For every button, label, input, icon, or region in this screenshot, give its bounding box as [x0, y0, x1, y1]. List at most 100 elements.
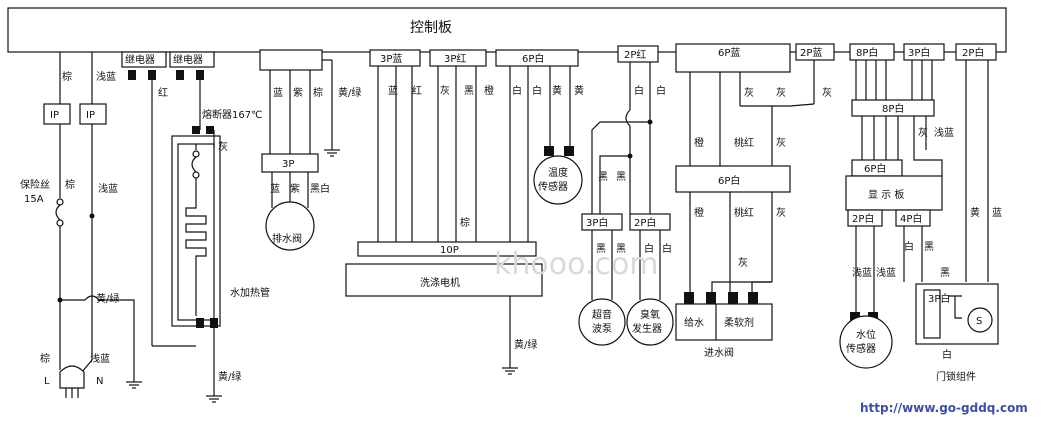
plug-N: N: [96, 376, 103, 387]
valve-feed-label: 给水: [684, 316, 704, 329]
valve-softener-label: 柔软剂: [724, 316, 754, 329]
fuse-rating: 15A: [24, 194, 44, 205]
wire-label-white-8: 白: [942, 348, 952, 361]
drain-valve-icon: [265, 201, 315, 251]
display-circuit: 8P白 3P白 8P白 灰 浅蓝 6P白 显 示 板 2P白 4P白 浅蓝 浅蓝: [839, 43, 954, 369]
wire-label-lightblue-6: 浅蓝: [876, 266, 896, 279]
power-plug-icon: [59, 365, 85, 389]
ozone-generator-icon: [626, 298, 674, 346]
connector-8p-white: [849, 43, 895, 61]
wire-label-brown-5: 棕: [460, 216, 470, 229]
wire-label-gray-7: 灰: [776, 206, 786, 219]
wire-label-blue-4: 蓝: [992, 207, 1002, 219]
drain-valve-label: 排水阀: [272, 232, 302, 245]
drain-valve-circuit: 黄/绿 蓝 紫 棕 3P 蓝 紫 黑白 排水阀: [259, 49, 361, 251]
ultrasonic-pump-label-2: 波泵: [592, 322, 612, 335]
wire-label-orange: 橙: [484, 84, 494, 97]
ozone-generator-label-2: 发生器: [632, 322, 662, 335]
connector-2p-white: [955, 43, 997, 61]
connector-6p-white: [495, 49, 579, 67]
inlet-valve-circuit: 6P蓝 2P蓝 灰 灰 灰 橙 桃红 灰 6P白 橙 桃红 灰 灰 给水 柔软剂…: [675, 43, 835, 359]
ultrasonic-pump-icon: [578, 298, 626, 346]
fuse-label: 保险丝: [20, 178, 50, 191]
connector-3p-red: [429, 49, 487, 67]
inlet-valve-body: [675, 303, 773, 341]
svg-text:6P蓝: 6P蓝: [718, 47, 740, 59]
wire-label-white-7: 白: [904, 240, 914, 253]
svg-text:10P: 10P: [440, 245, 459, 256]
wire-label-lightblue-1: 浅蓝: [96, 70, 116, 83]
wire-label-black-4: 黑: [596, 243, 606, 255]
ozone-generator-label-1: 臭氧: [640, 308, 660, 321]
svg-text:3P白: 3P白: [928, 292, 950, 305]
wire-label-brown-4: 棕: [313, 86, 323, 99]
wire-label-lightblue-2: 浅蓝: [98, 182, 118, 195]
temp-sensor-label-1: 温度: [548, 166, 568, 179]
wire-label-gray-6: 灰: [776, 136, 786, 149]
water-level-label-2: 传感器: [846, 342, 876, 355]
wire-label-white-4: 白: [656, 84, 666, 97]
svg-text:8P白: 8P白: [856, 46, 878, 59]
svg-text:2P白: 2P白: [962, 46, 984, 59]
wire-label-white-3: 白: [634, 84, 644, 97]
wire-label-lightblue-5: 浅蓝: [852, 266, 872, 279]
door-lock-circuit: 2P白 黄 蓝 白 黑 黑 3P白 S 白 门锁组件: [903, 43, 1002, 383]
wire-label-black-7: 黑: [940, 267, 950, 279]
svg-text:3P蓝: 3P蓝: [380, 53, 402, 65]
wire-label-lightblue-3: 浅蓝: [90, 352, 110, 365]
relay-1: 继电器: [121, 51, 167, 80]
svg-text:2P红: 2P红: [624, 48, 646, 61]
wire-label-pinkred-2: 桃红: [734, 206, 754, 219]
ip-label-1: IP: [50, 110, 59, 121]
ip-label-2: IP: [86, 110, 95, 121]
wire-label-red: 红: [158, 86, 168, 99]
connector-disp-4p: [895, 209, 931, 227]
svg-text:3P: 3P: [282, 159, 294, 170]
door-lock-connector: [923, 289, 941, 339]
door-lock-s-label: S: [976, 316, 982, 327]
connector-8p-white-mid: [851, 99, 935, 117]
wire-label-gray-9: 灰: [918, 126, 928, 139]
wire-label-gray-8: 灰: [738, 256, 748, 269]
wire-label-yellowgreen-4: 黄/绿: [514, 338, 537, 351]
wire-label-white-2: 白: [532, 84, 542, 97]
door-lock-switch-icon: [967, 307, 993, 333]
connector-2p-blue: [795, 43, 835, 61]
heater-coil-icon: [185, 178, 207, 316]
temp-sensor-icon: [533, 155, 583, 205]
heater-label: 水加热管: [230, 286, 270, 299]
svg-text:8P白: 8P白: [882, 102, 904, 115]
wire-label-gray-1: 灰: [218, 140, 228, 153]
wire-label-yellow-1: 黄: [552, 84, 562, 97]
svg-text:3P红: 3P红: [444, 52, 466, 65]
control-board-title: 控制板: [410, 20, 452, 36]
relay-2: 继电器: [169, 51, 215, 80]
wire-label-blue-1: 蓝: [273, 87, 283, 99]
wire-label-red-2: 红: [412, 84, 422, 97]
svg-text:3P白: 3P白: [586, 216, 608, 229]
svg-text:4P白: 4P白: [900, 212, 922, 225]
control-board: [7, 7, 1007, 53]
ground-icon: [126, 381, 142, 389]
wire-label-purple: 紫: [293, 87, 303, 99]
wire-label-white-5: 白: [644, 242, 654, 255]
ultrasonic-pump-label-1: 超音: [592, 308, 612, 321]
wire-label-white-1: 白: [512, 84, 522, 97]
wire-label-gray-4: 灰: [776, 86, 786, 99]
display-board: [845, 175, 943, 211]
water-level-sensor-icon: [839, 315, 893, 369]
plug-L: L: [44, 376, 50, 387]
svg-text:继电器: 继电器: [173, 53, 203, 66]
connector-6p-white-valve: [675, 165, 791, 193]
wire-label-gray-3: 灰: [744, 86, 754, 99]
connector-sensor-3p: [581, 213, 623, 231]
wire-label-blue-3: 蓝: [388, 85, 398, 97]
wire-label-yellow-3: 黄: [970, 206, 980, 219]
wire-label-orange-2: 橙: [694, 136, 704, 149]
ground-icon: [502, 367, 518, 375]
wash-motor-circuit: 3P蓝 3P红 蓝 红 灰 黑 橙 棕 6P白 白 白 10P 洗涤电机 黄/绿: [345, 49, 579, 375]
svg-text:2P白: 2P白: [634, 216, 656, 229]
wire-label-blue-2: 蓝: [270, 183, 280, 195]
wire-label-gray-2: 灰: [440, 84, 450, 97]
wire-label-blackwhite: 黑白: [310, 182, 330, 195]
